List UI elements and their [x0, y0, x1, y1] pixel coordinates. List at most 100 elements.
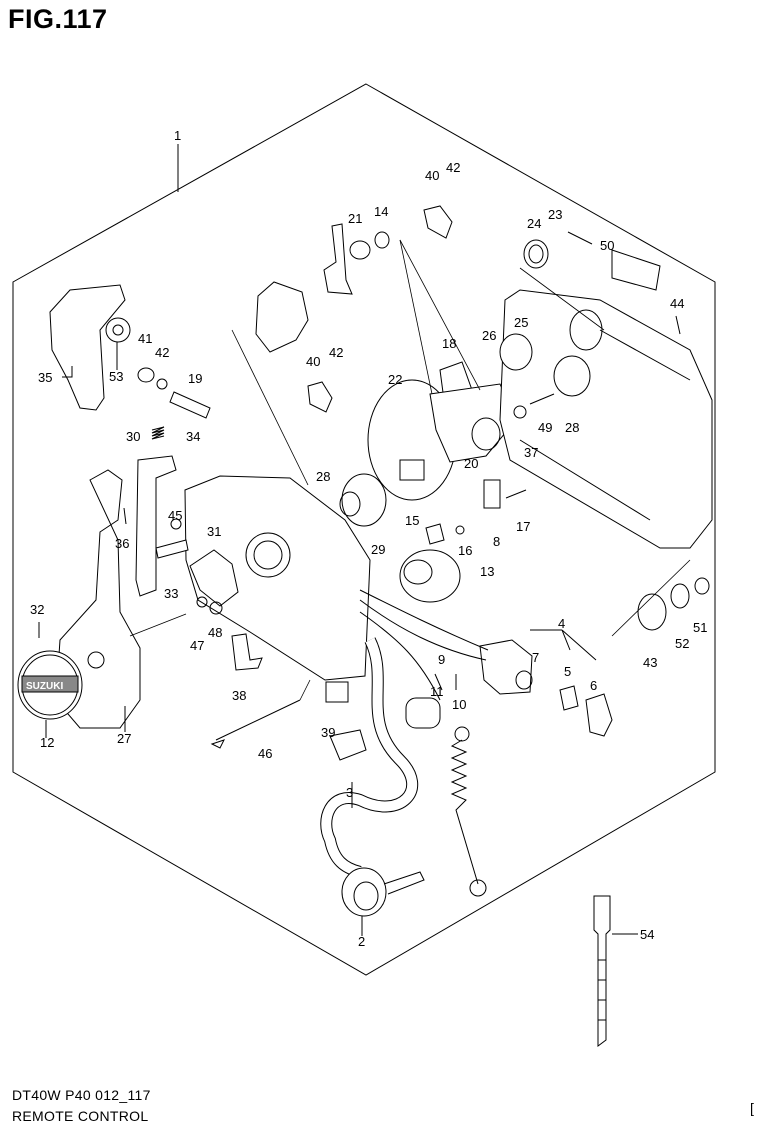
callout-37: 37	[524, 445, 538, 460]
callout-50: 50	[600, 238, 614, 253]
callout-12: 12	[40, 735, 54, 750]
callout-48: 48	[208, 625, 222, 640]
callout-13: 13	[480, 564, 494, 579]
callout-17: 17	[516, 519, 530, 534]
part-38-bracket	[231, 633, 263, 671]
callout-4: 4	[558, 616, 565, 631]
part-36-screw	[123, 507, 127, 525]
callout-16: 16	[458, 543, 472, 558]
callout-28-left: 28	[316, 469, 330, 484]
suzuki-badge-text: SUZUKI	[26, 681, 63, 692]
part-6-cap	[585, 693, 613, 737]
part-29-ring	[341, 473, 387, 527]
callout-14: 14	[374, 204, 388, 219]
part-20-plate	[429, 383, 517, 463]
part-24-ring	[523, 239, 549, 269]
part-14-washer	[374, 231, 390, 249]
callout-9: 9	[438, 652, 445, 667]
callout-40-top: 40	[425, 168, 439, 183]
part-43-grommet	[637, 593, 667, 631]
part-28-bushing-right	[553, 355, 591, 397]
part-cover-tab	[611, 249, 661, 291]
callout-6: 6	[590, 678, 597, 693]
part-23-screw	[567, 231, 593, 245]
part-44-screw	[675, 315, 681, 335]
footer-model-code: DT40W P40 012_117	[12, 1087, 151, 1103]
part-46-bolt	[210, 699, 301, 749]
callout-10: 10	[452, 697, 466, 712]
assembly-boundary	[12, 83, 716, 976]
part-5-key	[559, 685, 579, 711]
callout-11: 11	[430, 684, 444, 699]
callout-3: 3	[346, 785, 353, 800]
part-37-washer	[513, 405, 527, 419]
part-housing-body	[184, 475, 371, 681]
callout-35: 35	[38, 370, 52, 385]
part-52-washer	[670, 583, 690, 609]
callout-25: 25	[514, 315, 528, 330]
part-21-nut	[349, 240, 371, 260]
footer-section-name: REMOTE CONTROL	[12, 1108, 149, 1124]
callout-42-mid: 42	[329, 345, 343, 360]
part-42-clip	[156, 378, 168, 390]
part-53-washer	[105, 317, 131, 343]
part-31-cam	[189, 549, 239, 607]
callout-38: 38	[232, 688, 246, 703]
part-30-bracket	[135, 455, 177, 597]
callout-19: 19	[188, 371, 202, 386]
callout-36: 36	[115, 536, 129, 551]
part-41-washer	[137, 367, 155, 383]
part-cable-clip	[329, 729, 367, 761]
callout-49: 49	[538, 420, 552, 435]
part-bracket-plate	[255, 281, 309, 353]
part-11-buzzer	[405, 697, 441, 729]
callout-47: 47	[190, 638, 204, 653]
part-28-bushing	[339, 491, 361, 517]
callout-5: 5	[564, 664, 571, 679]
callout-45: 45	[168, 508, 182, 523]
callout-39: 39	[321, 725, 335, 740]
callout-46: 46	[258, 746, 272, 761]
part-40-block-lower	[307, 381, 333, 413]
callout-33: 33	[164, 586, 178, 601]
callout-7: 7	[532, 650, 539, 665]
callout-23: 23	[548, 207, 562, 222]
part-side-cover	[499, 289, 713, 549]
part-54-cable-tie	[593, 895, 611, 1047]
callout-53: 53	[109, 369, 123, 384]
callout-2: 2	[358, 934, 365, 949]
callout-29: 29	[371, 542, 385, 557]
callout-54: 54	[640, 927, 654, 942]
callout-15: 15	[405, 513, 419, 528]
callout-18: 18	[442, 336, 456, 351]
callout-31: 31	[207, 524, 221, 539]
callout-32: 32	[30, 602, 44, 617]
callout-30: 30	[126, 429, 140, 444]
part-26-knob	[499, 333, 533, 371]
callout-44: 44	[670, 296, 684, 311]
callout-51: 51	[693, 620, 707, 635]
callout-20: 20	[464, 456, 478, 471]
callout-24: 24	[527, 216, 541, 231]
callout-41: 41	[138, 331, 152, 346]
part-8-connector	[483, 479, 501, 509]
part-47-screw	[196, 596, 208, 608]
callout-22: 22	[388, 372, 402, 387]
part-48-washer	[209, 601, 223, 615]
callout-43: 43	[643, 655, 657, 670]
part-49-screw	[529, 393, 555, 405]
part-10-lanyard	[450, 739, 479, 885]
callout-42-left: 42	[155, 345, 169, 360]
suzuki-badge	[21, 675, 79, 693]
part-7-key-switch	[479, 639, 533, 695]
corner-mark: [	[750, 1100, 754, 1116]
part-17-screw	[505, 489, 527, 499]
wire-harness	[359, 589, 489, 701]
callout-21: 21	[348, 211, 362, 226]
callout-34: 34	[186, 429, 200, 444]
part-13-buzzer	[399, 549, 461, 603]
part-2-plug	[341, 867, 387, 917]
part-15-clip	[425, 523, 445, 545]
part-39-connector	[325, 681, 349, 703]
